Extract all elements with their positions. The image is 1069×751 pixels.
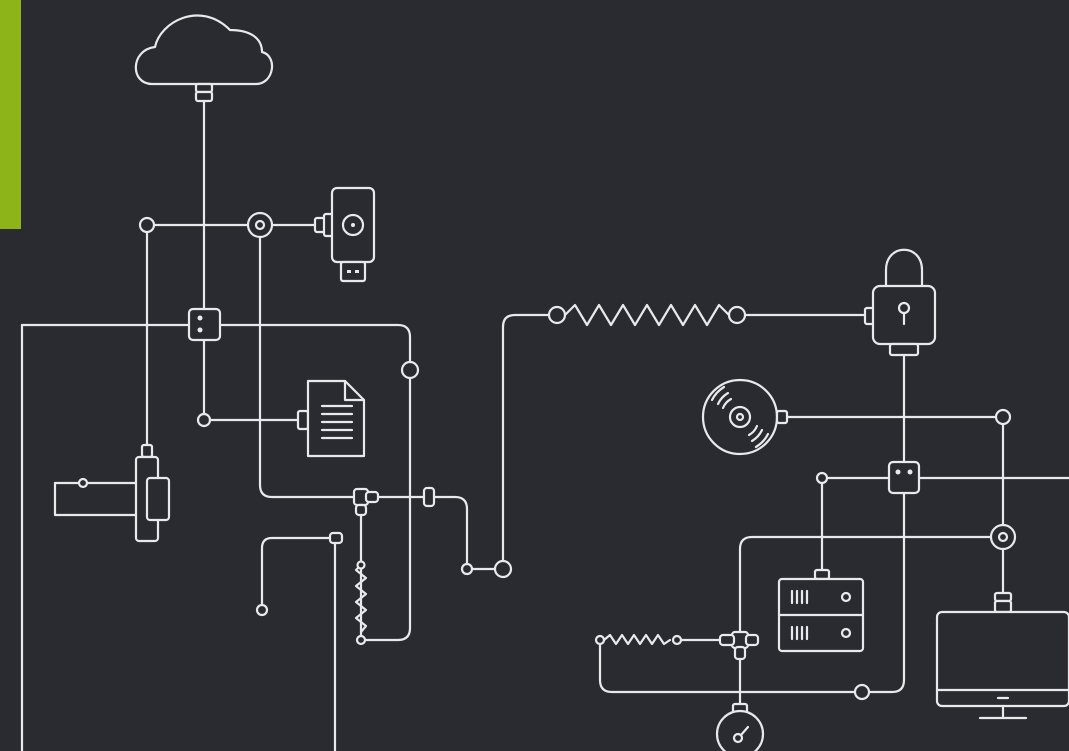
server-rack-icon (777, 568, 865, 653)
connector-block-icon (134, 443, 171, 543)
accent-bar (0, 0, 21, 229)
hub-icon (187, 307, 222, 342)
resistor-icon (354, 560, 368, 634)
webcam-icon (313, 186, 376, 264)
connection-wires (20, 98, 1069, 751)
resistor-icon (602, 633, 672, 646)
connector-block-icon (718, 630, 760, 661)
connector-block-icon (328, 486, 436, 545)
junction-nodes (77, 211, 1017, 701)
monitor-icon (935, 591, 1069, 720)
padlock-icon (863, 248, 937, 357)
optical-disc-icon (701, 378, 789, 456)
gauge-icon (715, 702, 765, 751)
usb-drive-icon (339, 260, 367, 283)
resistor-icon (563, 303, 731, 327)
document-icon (296, 379, 366, 458)
cloud-icon (134, 14, 273, 103)
hub-icon (887, 460, 921, 495)
